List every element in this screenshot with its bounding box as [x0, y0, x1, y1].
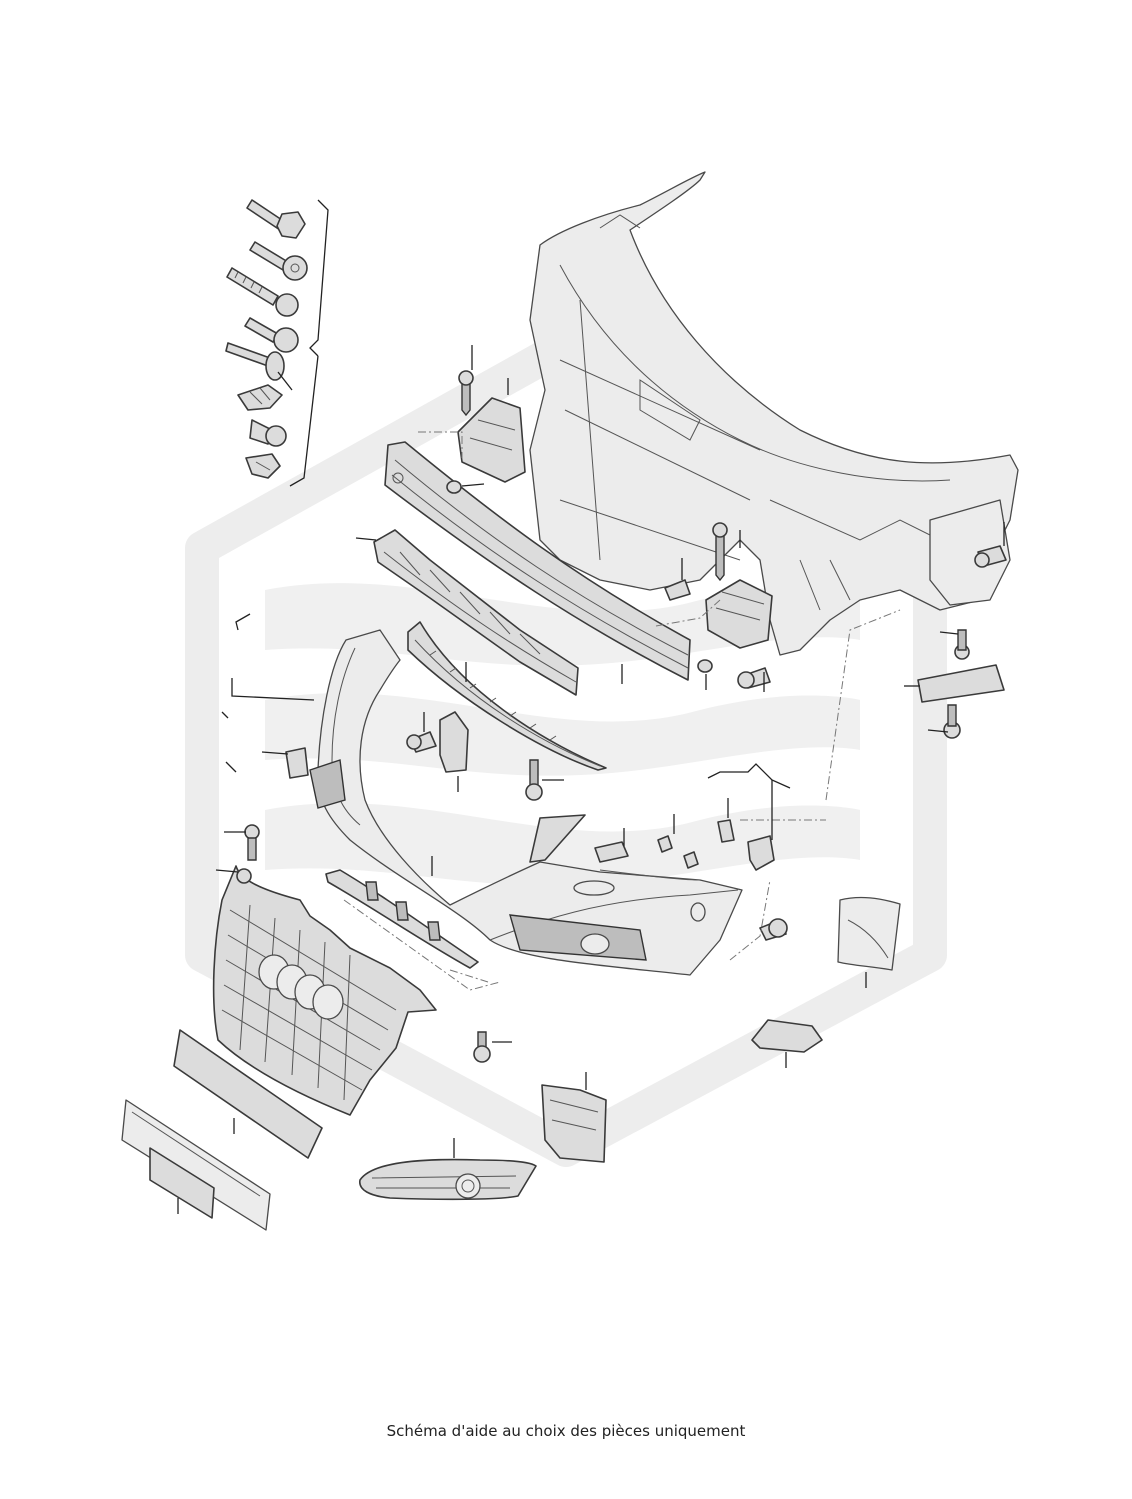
four-rings-logo-icon — [258, 954, 344, 1020]
licence-plate-holder — [121, 1099, 271, 1231]
upper-left-mounting-bracket — [446, 370, 526, 494]
short-bolt-icon — [244, 317, 299, 353]
hex-bolt-icon — [246, 199, 306, 239]
torx-bolt-icon — [249, 241, 308, 281]
fastener-kit — [225, 199, 329, 487]
center-guide-bracket — [406, 711, 543, 801]
protective-cover-bag — [837, 896, 901, 971]
towing-eye-cover-left — [285, 747, 309, 779]
long-screw-icon — [226, 267, 299, 317]
bumper-cover — [309, 629, 743, 976]
diagram-caption: Schéma d'aide au choix des pièces unique… — [386, 1422, 746, 1440]
towing-eye-cover-right — [594, 841, 629, 863]
lower-spoiler — [325, 869, 479, 969]
impact-absorber — [373, 529, 579, 696]
spring-clips — [657, 819, 775, 871]
callout-leader-lines — [177, 345, 1005, 1214]
assembly-guide-lines — [343, 431, 901, 991]
lower-screw — [473, 1031, 491, 1063]
kit-bracket-lower — [289, 355, 319, 487]
bumper-reinforcement-beam — [384, 441, 691, 681]
push-clip-icon — [249, 419, 287, 447]
right-side-guide — [917, 545, 1007, 739]
lower-right-side-mount — [751, 1019, 823, 1053]
rivet-icon — [225, 342, 293, 391]
spring-clip-icon — [237, 384, 283, 411]
upper-spoiler-strip — [407, 621, 607, 771]
right-lower-screw — [759, 918, 788, 941]
kit-bracket-upper — [309, 199, 329, 357]
plastic-rivet-icon — [245, 453, 281, 479]
licence-plate-trim — [173, 1029, 323, 1159]
front-body-structure — [529, 171, 1019, 656]
upper-right-mounting-bracket — [664, 522, 773, 689]
lower-mounting-bracket — [541, 1084, 607, 1163]
fog-light-grille — [359, 1158, 537, 1201]
